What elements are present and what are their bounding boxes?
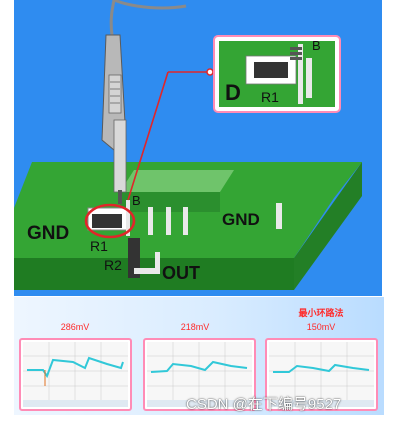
scope-screen-3 — [269, 342, 374, 407]
screen-bg — [23, 342, 128, 407]
scope-status-bar — [269, 400, 374, 407]
out-trace — [134, 268, 160, 274]
pcb-board-side — [294, 162, 362, 290]
scope-reading-2: 218mV — [180, 322, 210, 332]
out-pin — [155, 252, 160, 274]
probe-grip — [108, 74, 122, 114]
gnd-pin-right — [276, 203, 282, 229]
screen-bg — [147, 342, 252, 407]
highlight-circle — [84, 203, 136, 239]
spring-lead — [126, 200, 130, 236]
label-r1: R1 — [90, 238, 108, 254]
inset-label-b: B — [312, 38, 321, 53]
scope-capture-3 — [265, 338, 378, 411]
probe-tip — [118, 190, 122, 204]
scope-capture-1 — [19, 338, 132, 411]
spring-coil-3 — [290, 57, 302, 60]
illustration-panel: D R1 B GND GND OUT R1 R2 B — [14, 0, 382, 296]
probe-cable — [109, 0, 116, 36]
waveform-trace — [273, 363, 370, 373]
pin-1 — [148, 207, 153, 235]
label-out: OUT — [162, 263, 200, 283]
scope-status-bar — [147, 400, 252, 407]
inset-label-r1: R1 — [261, 89, 279, 105]
inset-pad — [306, 58, 312, 98]
pin-2 — [166, 207, 171, 235]
scope-heading: 最小环路法 — [298, 308, 344, 318]
scope-capture-2 — [143, 338, 256, 411]
inset-r1-core — [254, 62, 288, 78]
component-top — [120, 170, 234, 192]
spring-coil-1 — [290, 47, 302, 50]
component-front — [120, 192, 220, 212]
pcb-illustration: D R1 B GND GND OUT R1 R2 B — [14, 0, 362, 290]
scope-reading-3: 150mV — [306, 322, 336, 332]
label-gnd-right: GND — [222, 210, 260, 229]
scope-status-bar — [23, 400, 128, 407]
label-gnd-left: GND — [27, 223, 69, 244]
label-r2: R2 — [104, 257, 122, 273]
screen-bg — [269, 342, 374, 407]
pin-3 — [183, 207, 188, 235]
spring-coil-2 — [290, 52, 302, 55]
watermark: CSDN @在下编号9527 — [186, 396, 342, 413]
label-b: B — [132, 193, 141, 208]
inset-label-d: D — [225, 80, 241, 105]
scope-reading-1: 286mV — [60, 322, 90, 332]
inset-lead — [298, 44, 303, 104]
waveform-trace — [150, 360, 248, 373]
scope-screen-2 — [147, 342, 252, 407]
scope-comparison-panel: 最小环路法 286mV 218mV 150mV — [14, 297, 384, 415]
probe-tip-sleeve — [113, 119, 127, 193]
resistor-r1-core — [92, 214, 122, 228]
callout-dot — [206, 68, 214, 76]
scope-screen-1 — [23, 342, 128, 407]
callout-line-a — [127, 71, 169, 201]
scope-grid — [147, 342, 252, 400]
probe-cable-2 — [113, 0, 187, 10]
